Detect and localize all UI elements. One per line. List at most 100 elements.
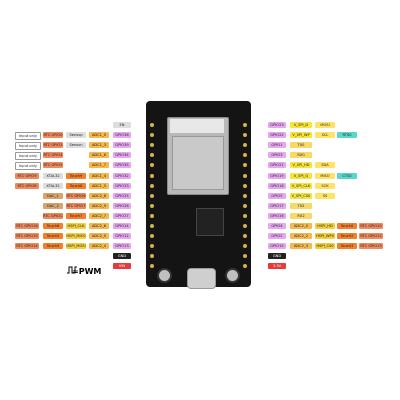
pin-function-label: RTC GPIO17 [43,212,63,219]
pin-function-label: GPIO17 [268,202,286,209]
header-pin [150,183,154,188]
pin-function-label: RTC GPIO15 [15,233,39,240]
pin-function-label: ADC2_0 [290,223,312,229]
reset-button[interactable] [225,268,240,283]
pin-function-label: XTAL32 [43,172,63,179]
pin-function-label: ADC1_6 [89,152,109,159]
header-pin [150,254,154,259]
pin-function-label: GPIO33 [113,182,131,189]
pin-function-label: V_SPI_WP [290,132,312,139]
pin-function-label: RTC GPIO6 [66,192,86,199]
pin-function-label: SCK [315,182,335,189]
pin-function-label: GPIO18 [268,182,286,189]
pin-function-label: V_SPI_D [290,122,312,128]
header-pin [243,173,247,178]
pin-function-label: ADC1_7 [89,162,109,169]
header-pin [243,213,247,218]
pin-function-label: GPIO26 [113,202,131,209]
pin-function-label: GPIO4 [268,223,286,229]
pin-function-label: ADC1_3 [89,142,109,149]
pin-function-label: GPIO36 [113,132,131,139]
pin-function-label: GPIO39 [113,142,131,149]
pin-function-label: Touch4 [43,243,63,250]
pin-function-label: Touch3 [337,243,357,250]
pin-function-label: RTC GPIO5 [43,162,63,169]
pin-function-label: GPIO14 [113,223,131,229]
header-pin [150,244,154,249]
pin-function-label: RTC GPIO10 [359,223,383,229]
pin-function-label: Input only [15,152,41,161]
pin-function-label: GND [268,253,286,260]
header-pin [243,133,247,138]
pin-function-label: Touch7 [66,212,86,219]
header-pin [150,163,154,168]
header-pin [150,193,154,198]
usb-c-port[interactable] [187,268,216,289]
pin-function-label: RTC GPIO12 [359,233,383,240]
pin-function-label: GPIO27 [113,212,131,219]
header-pin [150,133,154,138]
pin-function-label: GPIO22 [268,132,286,139]
pwm-legend-label: =PWM [72,267,102,276]
usb-uart-chip [196,208,224,236]
pin-function-label: GPIO32 [113,172,131,179]
antenna-area [170,119,224,133]
header-pin [150,224,154,228]
pin-function-label: RX2 [290,212,312,219]
pin-function-label: HSPI_CS0 [315,243,335,250]
header-pin [150,234,154,239]
header-pin [243,224,247,228]
rf-shield [172,136,224,190]
pin-function-label: RTC GPIO8 [15,182,39,189]
pin-function-label: TX2 [290,202,312,209]
header-pin [243,163,247,168]
pin-function-label: V_SPI_CS0 [290,192,312,199]
header-pin [243,264,247,269]
pin-function-label: Touch9 [66,172,86,179]
pin-function-label: ADC2_5 [89,233,109,240]
pin-function-label: Touch6 [43,223,63,229]
pin-function-label: GPIO25 [113,192,131,199]
pin-function-label: GPIO34 [113,152,131,159]
pin-function-label: RTC GPIO7 [66,202,86,209]
pin-function-label: RTC GPIO14 [15,243,39,250]
header-pin [150,143,154,148]
pin-function-label: EN [113,122,131,128]
header-pin [243,234,247,239]
pin-function-label: TX0 [290,142,312,149]
pin-function-label: HSPI_HD [315,223,335,229]
pin-function-label: SS [315,192,335,199]
pin-function-label: ADC2_3 [290,243,312,250]
pin-function-label: RTS0 [337,132,357,139]
header-pin [243,244,247,249]
header-pin [150,173,154,178]
pin-function-label: Touch2 [337,233,357,240]
pin-function-label: Input only [15,132,41,141]
pin-function-label: GPIO13 [113,243,131,250]
pin-function-label: RTC GPIO9 [15,172,39,179]
pin-function-label: GPIO35 [113,162,131,169]
pin-function-label: XTAL32 [43,182,63,189]
boot-button[interactable] [157,268,172,283]
header-pin [243,203,247,208]
pin-function-label: HSPI_WP0 [315,233,335,240]
header-pin [243,193,247,198]
pwm-wave-icon [67,266,77,274]
pin-function-label: GPIO5 [268,192,286,199]
pin-function-label: ADC2_2 [290,233,312,240]
pin-function-label: ADC2_4 [89,243,109,250]
header-pin [243,254,247,259]
pin-function-label: HSPI_MISO [66,233,86,240]
pin-function-label: Sensvn [66,142,86,149]
pin-function-label: Touch8 [66,182,86,189]
header-pin [150,213,154,218]
pin-function-label: GPIO12 [113,233,131,240]
pin-function-label: GPIO1 [268,142,286,149]
pin-function-label: V_SPI_HD [290,162,312,169]
header-pin [243,153,247,158]
pin-function-label: GPIO19 [268,172,286,179]
pin-function-label: GPIO23 [268,122,286,128]
pin-function-label: RTC GPIO0 [43,132,63,139]
pin-function-label: GPIO15 [268,243,286,250]
